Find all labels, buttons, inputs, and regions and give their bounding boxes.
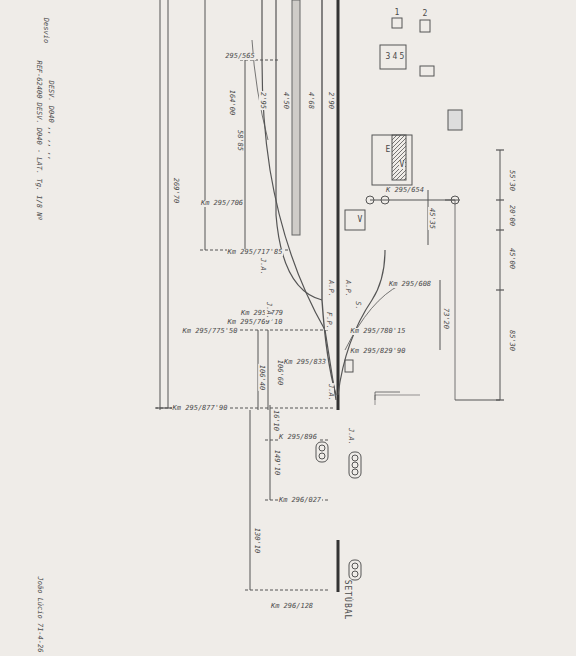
km-mark: K 295/654 xyxy=(385,187,425,194)
dimension: 73'20 xyxy=(442,306,449,329)
km-mark: K 295/896 xyxy=(278,434,318,441)
km-mark: Km 295/829'90 xyxy=(350,348,407,355)
dimension: 20'00 xyxy=(508,203,515,226)
km-mark: Km 295/779 xyxy=(240,310,284,317)
km-mark: Km 296/027 xyxy=(278,497,322,504)
km-mark: Km 295/775'50 xyxy=(182,328,239,335)
track-code: A.P. xyxy=(326,279,333,298)
km-mark: Km 295/608 xyxy=(388,281,432,288)
track-code: 4'68 xyxy=(306,91,313,110)
track-code: 2'90 xyxy=(326,91,333,110)
track-code: 2'95 xyxy=(258,91,265,110)
note-text: DESV. D040 ,, ,, ,, xyxy=(46,79,53,161)
km-mark: Km 295/706 xyxy=(200,200,244,207)
dimension: 45'35 xyxy=(428,206,435,229)
km-mark: Km 296/128 xyxy=(270,603,314,610)
track-code: J.A. xyxy=(346,427,353,446)
building-number: 4 xyxy=(392,53,399,61)
note-text: REF-62400 DESV. D040 - LAT. Tg. 1/8 Nº xyxy=(35,59,42,221)
dimension: 106'40 xyxy=(258,363,265,390)
track-code: S. xyxy=(354,300,361,310)
track-code: J.A. xyxy=(326,383,333,402)
dimension: 269'70 xyxy=(172,176,179,203)
dimension: 16'10 xyxy=(272,408,279,431)
dimension: 85'30 xyxy=(508,328,515,351)
km-mark: 295/565 xyxy=(224,53,256,60)
dimension: 106'60 xyxy=(276,358,283,385)
note-text: João Lúcio 71-4-26 xyxy=(36,575,43,653)
track-code: J.A. xyxy=(264,301,271,320)
dimension: 164'00 xyxy=(228,88,235,115)
km-mark: Km 295/833 xyxy=(283,359,327,366)
building-number: 3 xyxy=(385,53,392,61)
dimension: 58'85 xyxy=(236,128,243,151)
track-code: J.A. xyxy=(258,257,265,276)
dimension: 55'30 xyxy=(508,168,515,191)
dimension: 149'10 xyxy=(273,448,280,475)
dimension: 130'10 xyxy=(253,526,260,553)
km-mark: Km 295/769'10 xyxy=(227,319,284,326)
building-number: V xyxy=(357,216,364,224)
track-code: A.P. xyxy=(343,279,350,298)
track-code: F.P. xyxy=(324,311,331,330)
building-number: V xyxy=(399,161,406,169)
building-number: 5 xyxy=(399,53,406,61)
building-number: E xyxy=(385,146,392,154)
km-mark: Km 295/717'85 xyxy=(227,249,284,256)
track-code: 4'50 xyxy=(281,91,288,110)
building-number: 1 xyxy=(394,9,401,17)
dimension: 45'00 xyxy=(508,246,515,269)
km-mark: Km 295/780'15 xyxy=(350,328,407,335)
note-text: Desvio xyxy=(42,16,49,43)
km-mark: Km 295/877'90 xyxy=(172,405,229,412)
building-number: 2 xyxy=(422,10,429,18)
note-text: SETÚBAL xyxy=(343,579,351,622)
